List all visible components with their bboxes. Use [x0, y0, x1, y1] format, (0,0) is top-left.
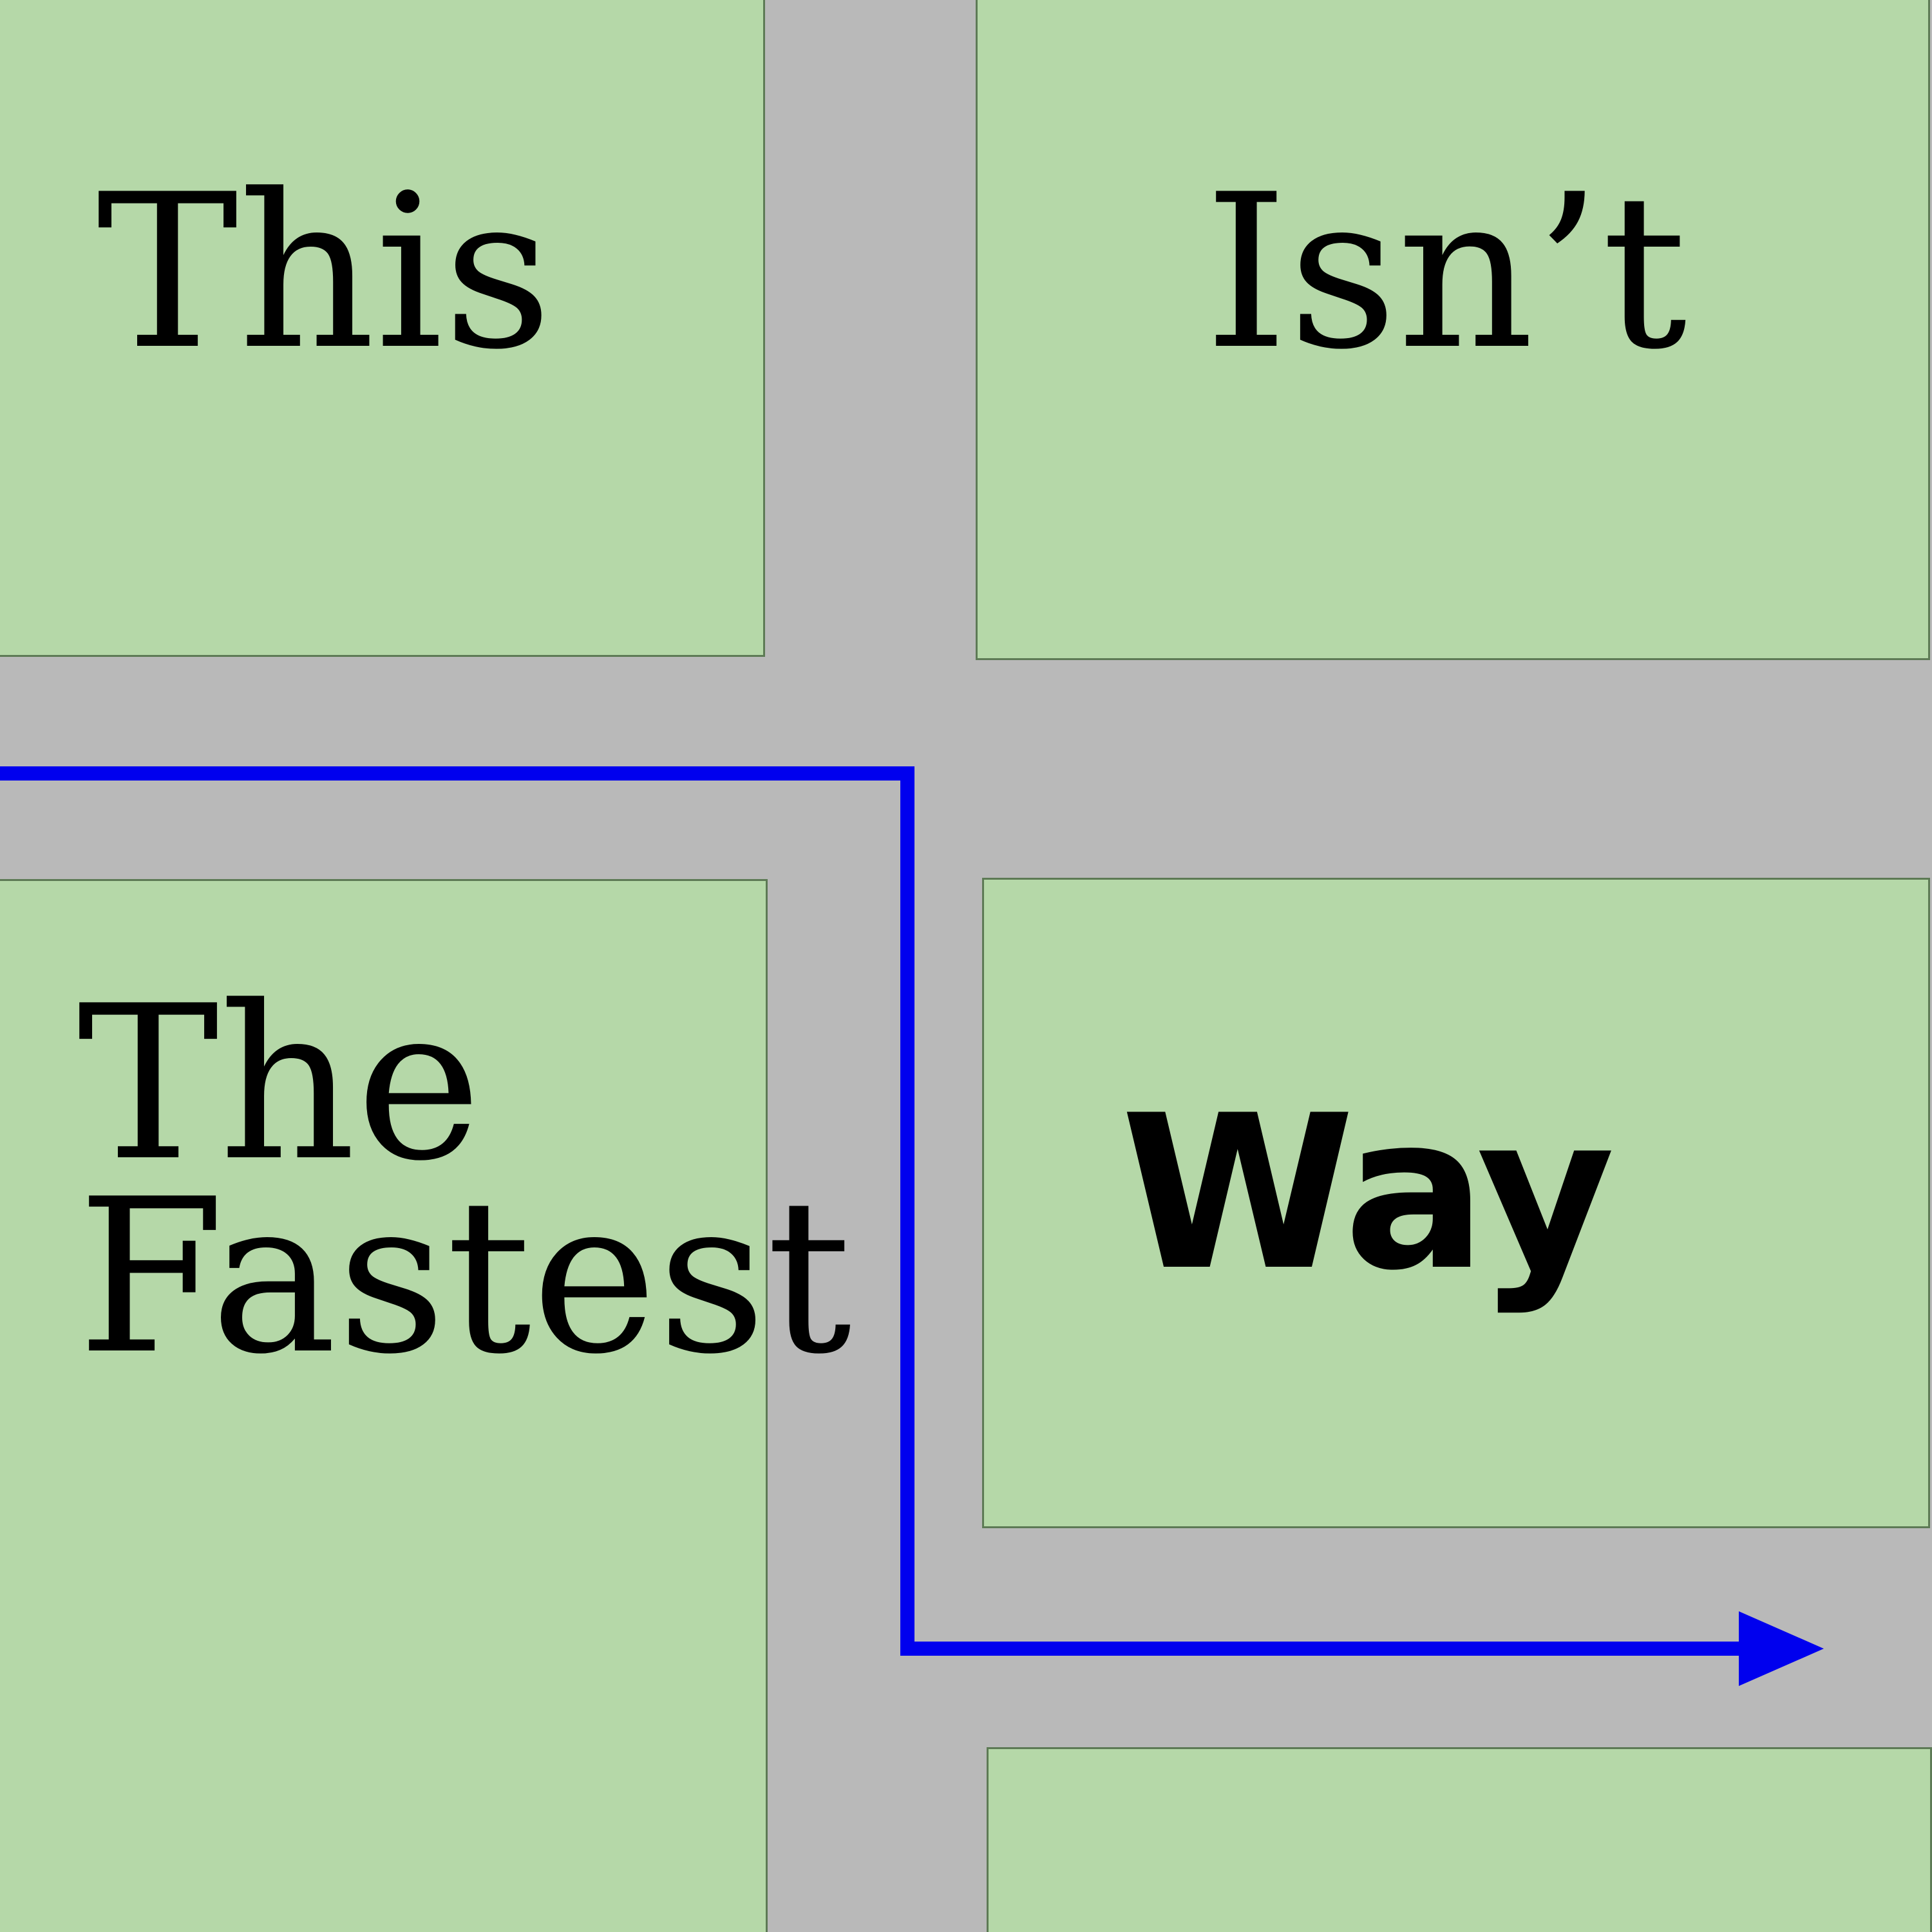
- city-block-middle-left: [0, 879, 768, 1932]
- city-block-bottom-right: [987, 1747, 1932, 1932]
- city-block-middle-right: [982, 878, 1930, 1528]
- route-arrowhead-icon: [1739, 1611, 1824, 1686]
- route-polyline: [0, 766, 1739, 1656]
- city-block-top-right: [976, 0, 1930, 660]
- city-block-top-left: [0, 0, 765, 657]
